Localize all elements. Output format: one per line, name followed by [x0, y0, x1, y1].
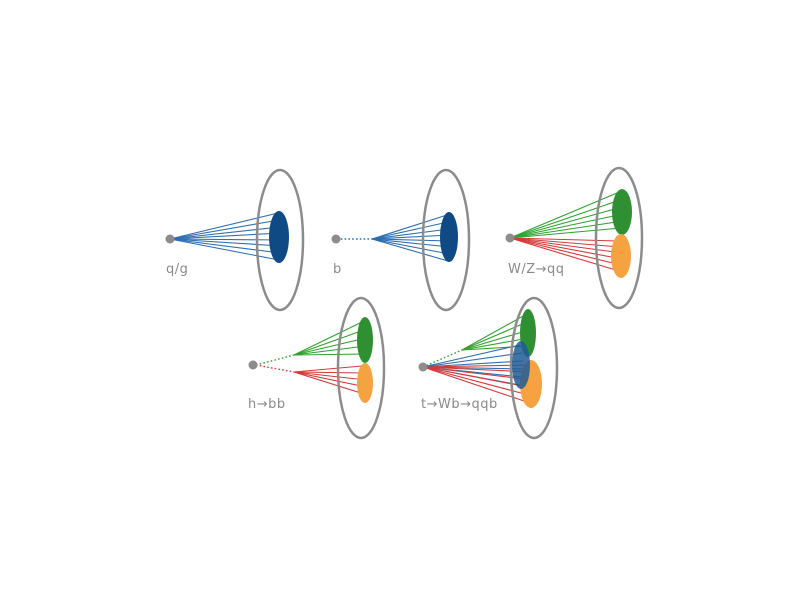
- t-detector-ring: [509, 296, 559, 440]
- jet-h: h→bb: [248, 296, 386, 440]
- h-dotted-green: [255, 354, 295, 366]
- wz-label: W/Z→qq: [508, 262, 565, 277]
- h-origin-point: [248, 360, 258, 370]
- h-prong-orange: [357, 363, 373, 403]
- b-rays: [371, 214, 451, 262]
- jet-wz: W/Z→qq: [505, 166, 644, 310]
- b-detector-ring: [421, 168, 471, 312]
- t-dotted-green: [422, 349, 463, 368]
- wz-prong-orange: [611, 234, 631, 278]
- h-red-rays: [293, 365, 367, 395]
- wz-red-rays: [509, 237, 623, 272]
- wz-origin-point: [505, 233, 515, 243]
- h-prong-green: [357, 317, 373, 363]
- jet-t: t→Wb→qqb: [418, 296, 559, 440]
- qg-jet-core: [269, 211, 289, 263]
- qg-label: q/g: [166, 262, 188, 277]
- qg-detector-ring: [255, 168, 305, 312]
- b-label: b: [333, 262, 342, 277]
- h-dotted-red: [255, 364, 295, 373]
- qg-rays: [169, 212, 282, 261]
- b-jet-core: [440, 212, 458, 262]
- wz-detector-ring: [594, 166, 644, 310]
- jet-qg: q/g: [165, 168, 305, 312]
- jet-b: b: [331, 168, 471, 312]
- wz-green-rays: [509, 192, 624, 239]
- h-green-rays: [293, 321, 367, 356]
- h-detector-ring: [336, 296, 386, 440]
- qg-origin-point: [165, 234, 175, 244]
- h-label: h→bb: [248, 397, 286, 412]
- t-origin-point: [418, 362, 428, 372]
- t-label: t→Wb→qqb: [421, 397, 498, 412]
- wz-prong-green: [612, 189, 632, 235]
- b-origin-point: [331, 234, 341, 244]
- t-prong-blue: [512, 341, 530, 389]
